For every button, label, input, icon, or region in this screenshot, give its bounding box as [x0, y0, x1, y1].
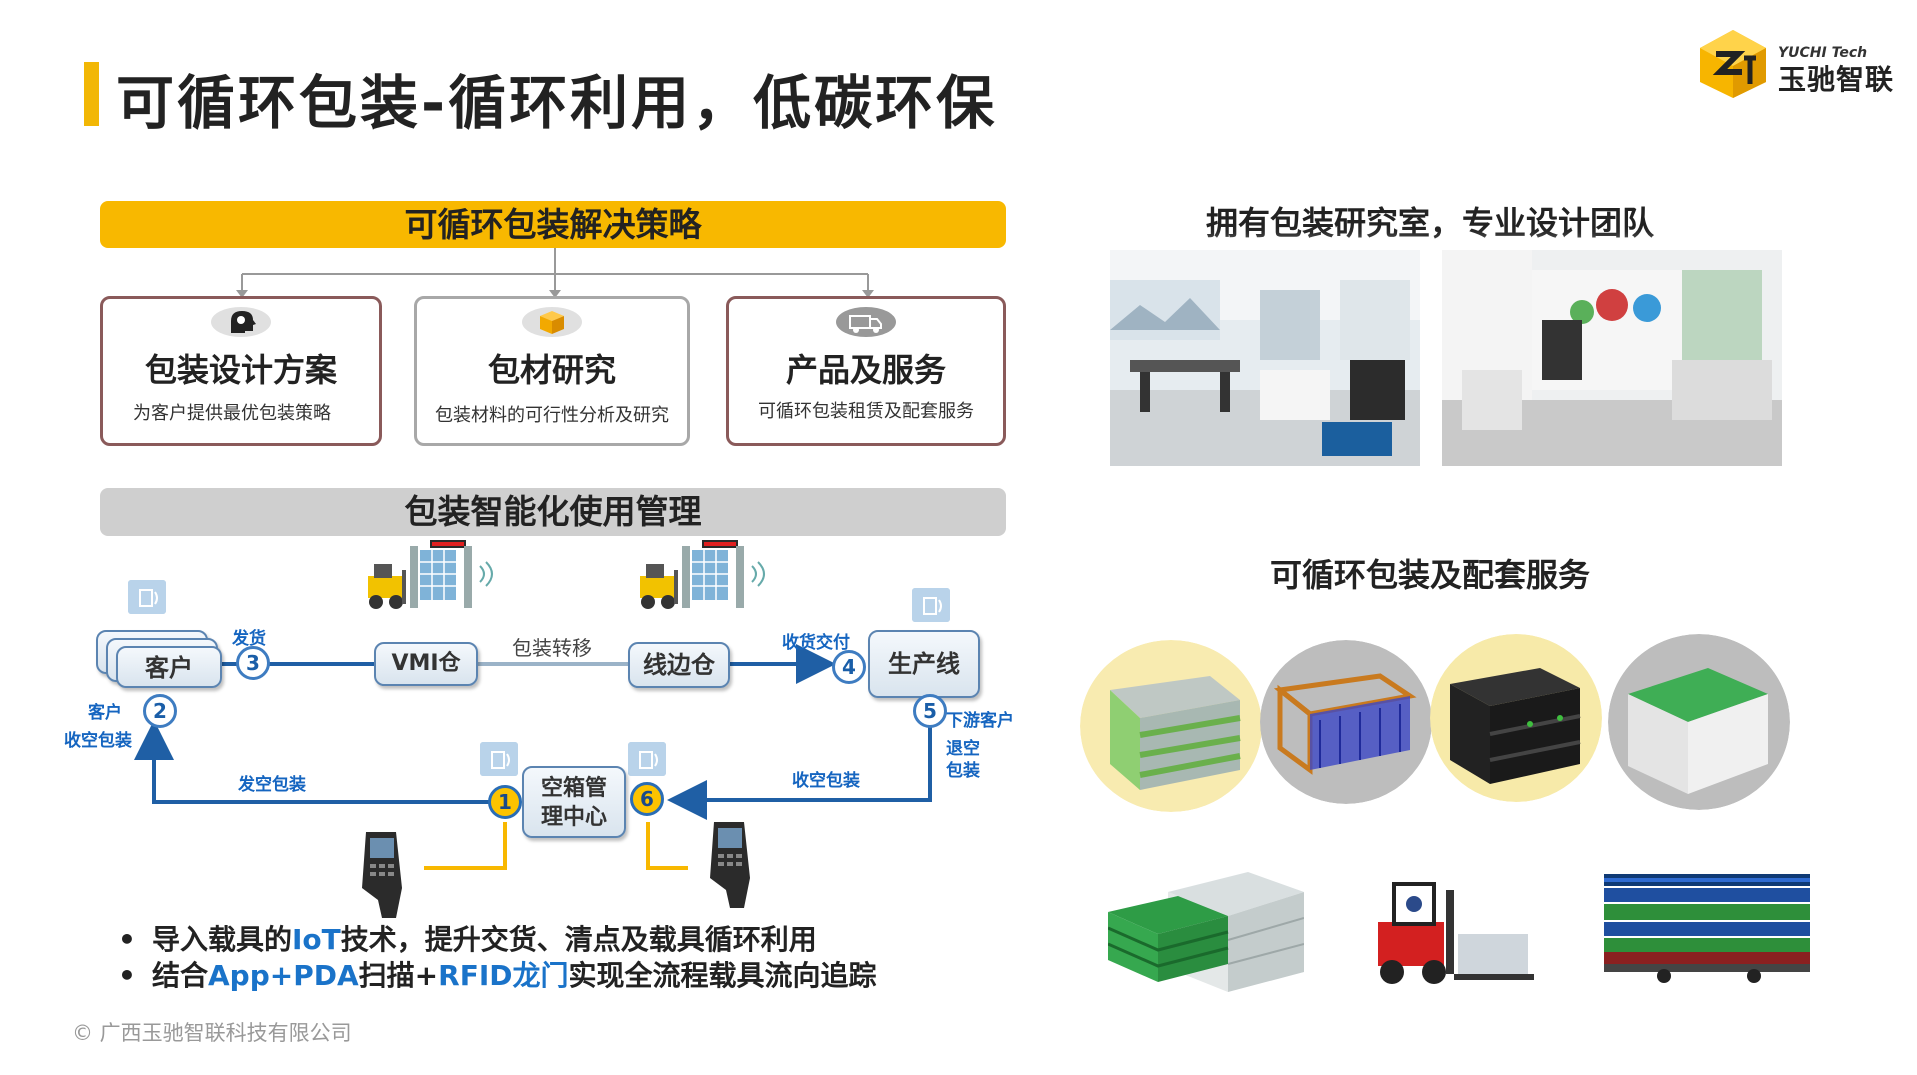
bullet-mark: • — [118, 923, 136, 956]
rfid-tag-icon — [128, 580, 166, 614]
truck-icon — [836, 307, 896, 337]
stacked-crates-photo — [1080, 640, 1262, 812]
gear-head-icon — [211, 307, 271, 337]
card-title: 包装设计方案 — [144, 351, 337, 389]
green-lid-box-photo — [1608, 634, 1790, 810]
bullet-text: 结合 — [152, 959, 209, 992]
bullet-mark: • — [118, 959, 136, 992]
bullet-highlight: App+PDA — [208, 959, 359, 992]
rfid-tag-icon — [480, 742, 518, 776]
step-3-badge: 3 — [236, 646, 270, 680]
bullet-text: 技术，提升交货、清点及载具循环利用 — [340, 923, 817, 956]
bullet-highlight: RFID龙门 — [438, 959, 569, 992]
card-desc: 为客户提供最优包装策略 — [133, 403, 331, 424]
metal-cage-photo — [1260, 640, 1432, 804]
page-title: 可循环包装-循环利用，低碳环保 — [116, 69, 998, 137]
receive-empty-label: 收空包装 — [792, 771, 860, 791]
strategy-banner: 可循环包装解决策略 — [100, 201, 1006, 248]
bullet-text: 导入载具的 — [152, 923, 293, 956]
flow-lines — [134, 644, 932, 870]
receive-deliver-label: 收货交付 — [782, 633, 850, 653]
vmi-node: VMI仓 — [374, 642, 478, 686]
title-accent-bar — [84, 62, 99, 126]
production-node: 生产线 — [868, 630, 980, 698]
bullet-text: 实现全流程载具流向追踪 — [568, 959, 877, 992]
step-2-badge: 2 — [143, 694, 177, 728]
ship-label: 发货 — [232, 629, 266, 649]
rfid-gate-forklift-icon — [632, 536, 777, 614]
pda-scanner-icon — [710, 822, 750, 908]
step-6-badge: 6 — [630, 782, 664, 816]
copyright-footer: © 广西玉驰智联科技有限公司 — [72, 1021, 352, 1045]
card-title: 包材研究 — [487, 351, 616, 389]
send-empty-label: 发空包装 — [238, 775, 306, 795]
return-empty-label: 退空 — [946, 739, 980, 759]
pda-scanner-icon — [362, 832, 402, 918]
card-package-design: 包装设计方案 为客户提供最优包装策略 — [100, 296, 382, 446]
bullet-item-iot: • 导入载具的IoT技术，提升交货、清点及载具循环利用 — [118, 918, 817, 958]
bullet-item-tracking: • 结合App+PDA扫描+RFID龙门实现全流程载具流向追踪 — [118, 954, 877, 994]
logo-cube-icon — [1700, 30, 1766, 98]
return-empty-label: 包装 — [946, 761, 980, 781]
step-5-badge: 5 — [913, 694, 947, 728]
empty-center-node: 空箱管理中心 — [522, 766, 626, 838]
strategy-connectors — [236, 248, 874, 298]
card-material-research: 包材研究 包装材料的可行性分析及研究 — [414, 296, 690, 446]
bullet-highlight: IoT — [292, 923, 341, 956]
logo-name: 玉驰智联 — [1778, 63, 1895, 96]
service-section-title: 可循环包装及配套服务 — [1269, 556, 1590, 594]
lineside-node: 线边仓 — [628, 642, 730, 688]
loaded-truck-photo — [1604, 874, 1810, 983]
rfid-tag-icon — [912, 588, 950, 622]
downstream-label: 下游客户 — [946, 711, 1014, 731]
logo-tagline: YUCHI Tech — [1778, 45, 1868, 61]
card-desc: 包装材料的可行性分析及研究 — [435, 405, 669, 426]
rfid-tag-icon — [628, 742, 666, 776]
lab-photo-1 — [1110, 250, 1420, 466]
forklift-photo — [1378, 882, 1534, 984]
management-banner: 包装智能化使用管理 — [100, 488, 1006, 536]
customer-node: 客户 — [116, 646, 222, 688]
bullet-text: 扫描+ — [358, 959, 439, 992]
box-icon — [522, 307, 582, 337]
rfid-gate-forklift-icon — [360, 536, 505, 614]
customer-receive-label: 客户 — [88, 703, 122, 723]
step-4-badge: 4 — [832, 650, 866, 684]
black-containers-photo — [1430, 634, 1602, 802]
lab-photo-2 — [1442, 250, 1782, 466]
card-title: 产品及服务 — [785, 351, 946, 389]
card-desc: 可循环包装租赁及配套服务 — [758, 401, 974, 422]
pallet-stack-photo — [1108, 872, 1304, 992]
lab-section-title: 拥有包装研究室，专业设计团队 — [1205, 204, 1654, 242]
step-1-badge: 1 — [488, 785, 522, 819]
customer-receive-label: 收空包装 — [64, 731, 132, 751]
transfer-label: 包装转移 — [512, 636, 592, 660]
card-products-services: 产品及服务 可循环包装租赁及配套服务 — [726, 296, 1006, 446]
